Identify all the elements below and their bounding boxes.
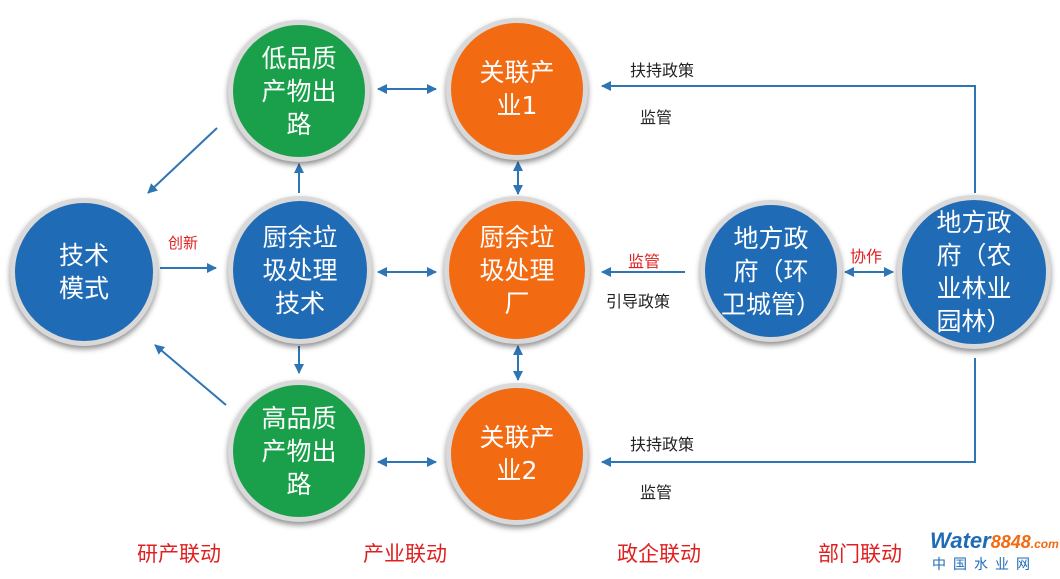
node-line: 卫城管） xyxy=(720,289,821,319)
node-line: 业1 xyxy=(496,91,538,120)
node-line: 关联产 xyxy=(479,58,555,87)
node-kitchen-waste-tech: 厨余垃 圾处理 技术 xyxy=(228,196,372,344)
node-line: 技术 xyxy=(58,241,109,270)
node-line: 低品质 xyxy=(261,43,337,73)
edge-label-support-policy-top: 扶持政策 xyxy=(630,61,695,80)
edge-label-supervision-bottom: 监管 xyxy=(640,483,673,502)
node-line: 圾处理 xyxy=(262,255,338,285)
node-line: 厂 xyxy=(504,288,530,318)
node-local-gov-agri: 地方政 府（农 业林业 园林） xyxy=(897,195,1051,349)
water8848-logo: Water8848.com 中国水业网 xyxy=(930,528,1059,576)
node-line: 路 xyxy=(286,109,312,139)
arrow-high-outlet-to-tech-mode xyxy=(154,344,227,406)
logo-word: Water xyxy=(930,528,991,553)
arrow-agri-gov-to-industry2 xyxy=(601,358,976,467)
arrow-low-outlet-to-tech-mode xyxy=(147,127,218,194)
node-line: 府（农 xyxy=(936,241,1012,270)
edge-label-guidance-policy: 引导政策 xyxy=(606,292,671,311)
logo-chinese: 中国水业网 xyxy=(932,557,1037,573)
edge-label-support-policy-bottom: 扶持政策 xyxy=(630,435,695,454)
edge-label-supervision-mid: 监管 xyxy=(628,252,661,271)
logo-wordmark: Water8848.com xyxy=(930,528,1059,554)
node-tech-mode: 技术 模式 xyxy=(10,198,158,346)
node-line: 府（环 xyxy=(733,256,809,286)
section-label-industry: 产业联动 xyxy=(363,542,447,566)
node-line: 地方政 xyxy=(733,223,809,253)
edge-label-supervision-top: 监管 xyxy=(640,108,673,127)
node-line: 产物出 xyxy=(261,436,337,466)
node-line: 模式 xyxy=(58,274,109,303)
logo-suffix: .com xyxy=(1030,537,1059,551)
arrow-agri-gov-to-industry1 xyxy=(601,81,976,193)
node-high-quality-outlet: 高品质 产物出 路 xyxy=(228,380,370,522)
node-low-quality-outlet: 低品质 产物出 路 xyxy=(228,20,370,162)
node-line: 园林） xyxy=(936,307,1012,336)
node-line: 路 xyxy=(286,469,312,499)
node-related-industry-2: 关联产 业2 xyxy=(446,383,588,525)
node-line: 厨余垃 xyxy=(479,222,555,252)
node-line: 厨余垃 xyxy=(262,222,338,252)
node-line: 业2 xyxy=(496,456,538,485)
node-local-gov-sanitation: 地方政 府（环 卫城管） xyxy=(700,200,842,342)
edge-label-innovation: 创新 xyxy=(168,234,199,252)
node-related-industry-1: 关联产 业1 xyxy=(446,18,588,160)
section-label-gov-enterprise: 政企联动 xyxy=(617,542,701,566)
logo-number: 8848 xyxy=(990,532,1031,552)
node-line: 圾处理 xyxy=(479,255,555,285)
node-line: 地方政 xyxy=(936,208,1012,237)
node-line: 关联产 xyxy=(479,423,555,452)
node-line: 高品质 xyxy=(261,403,337,433)
node-line: 业林业 xyxy=(936,274,1012,303)
node-kitchen-waste-plant: 厨余垃 圾处理 厂 xyxy=(444,196,590,344)
node-line: 技术 xyxy=(274,288,325,318)
edge-label-cooperation: 协作 xyxy=(850,247,883,266)
section-label-rd-industry: 研产联动 xyxy=(137,542,221,566)
section-label-department: 部门联动 xyxy=(818,542,902,566)
node-line: 产物出 xyxy=(261,76,337,106)
